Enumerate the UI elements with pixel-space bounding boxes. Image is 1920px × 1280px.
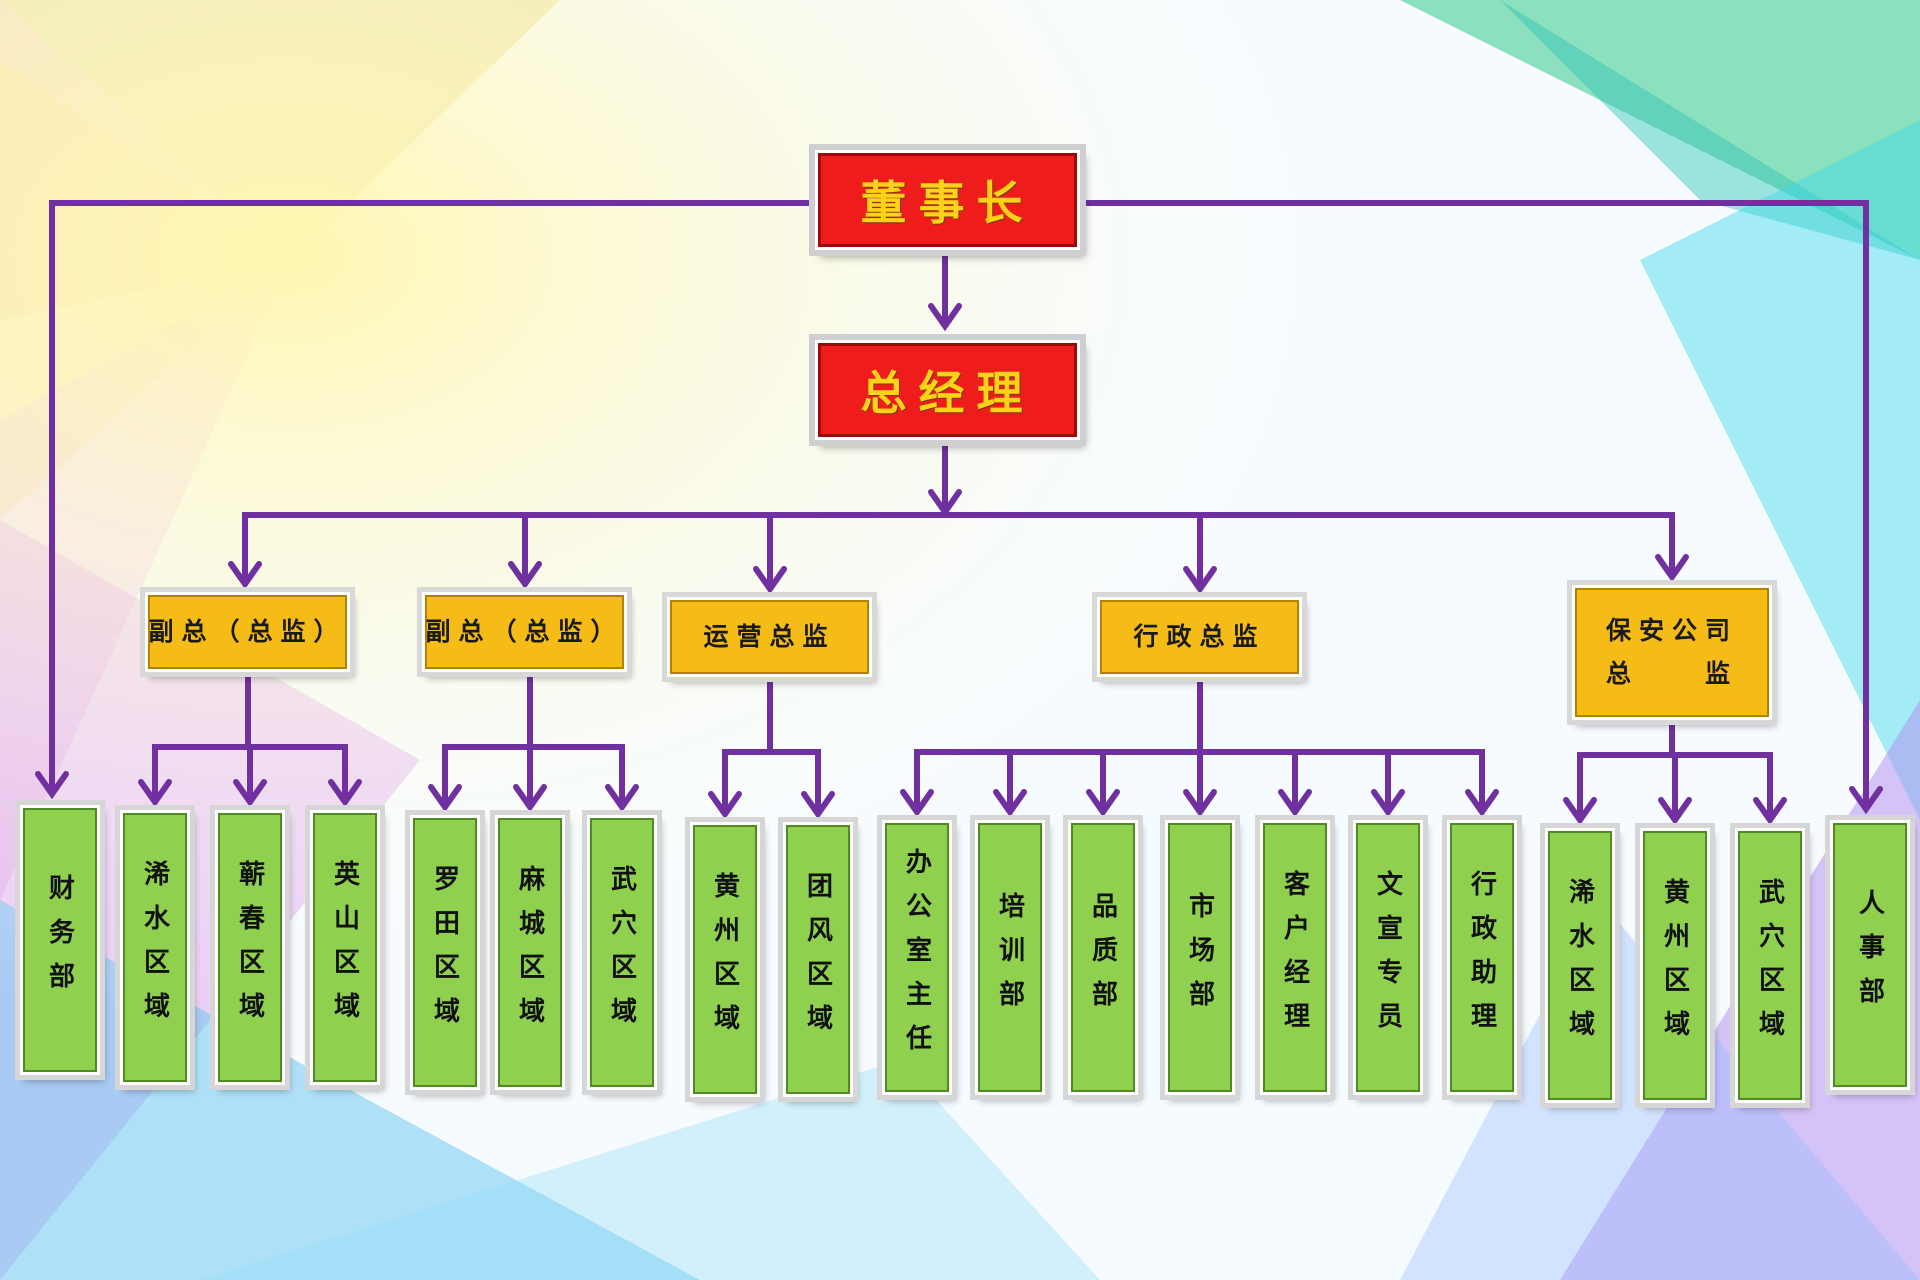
- director-box: 保安公司 总 监: [1567, 580, 1777, 725]
- leaf-label: 办公室主任: [901, 847, 932, 1068]
- leaf-label: 浠水区域: [139, 859, 170, 1036]
- leaf-label: 客户经理: [1279, 869, 1310, 1046]
- arrow-head: [513, 784, 547, 813]
- leaf-dept-finance: 财务部: [15, 800, 105, 1080]
- leaf-label: 品质部: [1087, 891, 1118, 1024]
- leaf-unit: 文宣专员: [1348, 815, 1428, 1100]
- arrow-head: [35, 771, 69, 800]
- arrow-head: [1371, 789, 1405, 818]
- arrow-head: [1849, 786, 1883, 815]
- arrow-head: [1658, 797, 1692, 826]
- leaf-label: 浠水区域: [1564, 877, 1595, 1054]
- leaf-unit: 培训部: [970, 815, 1050, 1100]
- arrow-head: [1655, 554, 1689, 583]
- leaf-label: 人事部: [1854, 889, 1885, 1021]
- leaf-unit: 品质部: [1063, 815, 1143, 1100]
- director-label: 副总（总监）: [148, 616, 347, 646]
- leaf-label: 财务部: [44, 874, 75, 1006]
- director-box: 行政总监: [1092, 592, 1307, 682]
- leaf-label: 行政助理: [1466, 869, 1497, 1046]
- general-manager-label: 总经理: [860, 366, 1035, 420]
- leaf-label: 英山区域: [329, 859, 360, 1036]
- arrow-head: [605, 784, 639, 813]
- leaf-unit: 黄州区域: [685, 817, 765, 1102]
- general-manager-box: 总经理: [809, 334, 1086, 446]
- leaf-label: 武穴区域: [1754, 877, 1785, 1054]
- leaf-label: 文宣专员: [1372, 869, 1403, 1046]
- leaf-unit: 蕲春区域: [210, 805, 290, 1090]
- director-box: 副总（总监）: [417, 587, 632, 677]
- leaf-unit: 浠水区域: [1540, 823, 1620, 1108]
- leaf-label: 蕲春区域: [234, 859, 265, 1036]
- leaf-label: 培训部: [994, 891, 1025, 1024]
- arrow-head: [1183, 789, 1217, 818]
- director-label: 行政总监: [1133, 621, 1266, 651]
- arrow-head: [1278, 789, 1312, 818]
- arrow-head: [708, 791, 742, 820]
- arrow-head: [228, 561, 262, 590]
- arrow-head: [1563, 797, 1597, 826]
- director-box: 运营总监: [662, 592, 877, 682]
- leaf-unit: 英山区域: [305, 805, 385, 1090]
- arrow-head: [1183, 566, 1217, 595]
- leaf-dept-hr: 人事部: [1825, 815, 1915, 1095]
- arrow-head: [900, 789, 934, 818]
- arrow-head: [928, 303, 962, 332]
- director-label: 保安公司 总 监: [1605, 616, 1738, 688]
- leaf-label: 黄州区域: [1659, 877, 1690, 1054]
- leaf-unit: 武穴区域: [1730, 823, 1810, 1108]
- arrow-head: [233, 779, 267, 808]
- leaf-unit: 麻城区域: [490, 810, 570, 1095]
- leaf-unit: 客户经理: [1255, 815, 1335, 1100]
- leaf-unit: 行政助理: [1442, 815, 1522, 1100]
- arrow-head: [1465, 789, 1499, 818]
- chairman-box: 董事长: [809, 144, 1086, 256]
- leaf-unit: 办公室主任: [877, 815, 957, 1100]
- director-label: 副总（总监）: [425, 616, 624, 646]
- arrow-head: [801, 791, 835, 820]
- arrow-head: [138, 779, 172, 808]
- leaf-label: 团风区域: [802, 871, 833, 1048]
- leaf-label: 武穴区域: [606, 864, 637, 1041]
- leaf-label: 麻城区域: [514, 864, 545, 1041]
- leaf-label: 罗田区域: [429, 864, 460, 1041]
- leaf-label: 黄州区域: [709, 871, 740, 1048]
- arrow-head: [328, 779, 362, 808]
- arrow-head: [428, 784, 462, 813]
- leaf-unit: 市场部: [1160, 815, 1240, 1100]
- leaf-unit: 武穴区域: [582, 810, 662, 1095]
- arrow-head: [1753, 797, 1787, 826]
- chairman-label: 董事长: [860, 176, 1035, 230]
- leaf-unit: 黄州区域: [1635, 823, 1715, 1108]
- arrow-head: [753, 566, 787, 595]
- leaf-unit: 浠水区域: [115, 805, 195, 1090]
- director-box: 副总（总监）: [140, 587, 355, 677]
- arrow-head: [508, 561, 542, 590]
- director-label: 运营总监: [703, 621, 836, 651]
- arrow-head: [1086, 789, 1120, 818]
- arrow-head: [993, 789, 1027, 818]
- leaf-label: 市场部: [1184, 891, 1215, 1024]
- leaf-unit: 团风区域: [778, 817, 858, 1102]
- leaf-unit: 罗田区域: [405, 810, 485, 1095]
